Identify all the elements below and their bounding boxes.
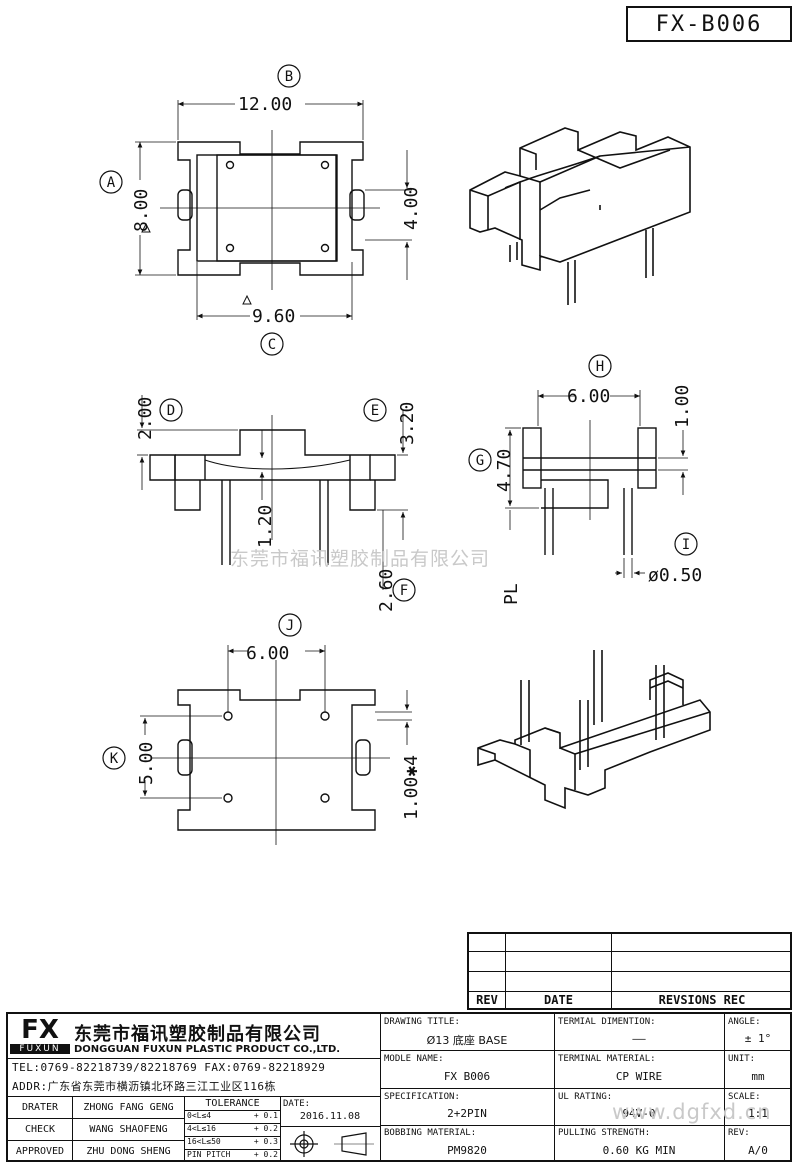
name-drater: ZHONG FANG GENG [83,1102,174,1113]
balloon-i: I [682,537,690,553]
iso-view-top [469,127,691,305]
dim-f: 2.60 [376,569,397,612]
dim-c: 9.60 [252,306,295,327]
terminal-material-label: TERMINAL MATERIAL: [558,1054,656,1064]
dim-pl: PL [501,583,522,605]
rev-header: REV [476,993,498,1007]
tol-value-2: + 0.2 [253,1124,278,1133]
dim-e: 3.20 [397,402,418,445]
revisions-header: REVSIONS REC [658,993,746,1007]
company-name-cn: 东莞市福讯塑胶制品有限公司 [74,1024,321,1045]
drawing-title-label: DRAWING TITLE: [384,1017,460,1027]
balloon-g: G [476,453,484,469]
dim-h: 6.00 [567,386,610,407]
dim-pin-pitch: 1.00✱4 [401,755,422,820]
model-name-value: FX B006 [443,1070,491,1083]
balloon-h: H [596,359,604,375]
dim-a: 8.00 [131,189,152,232]
tol-value-4: + 0.2 [253,1150,278,1159]
role-check: CHECK [24,1124,56,1135]
scale-label: SCALE: [728,1092,761,1102]
ul-rating-label: UL RATING: [558,1092,613,1102]
tol-range-3: 16<L≤50 [187,1137,221,1146]
balloon-b: B [285,69,293,85]
angle-label: ANGLE: [728,1017,761,1027]
dim-g: 4.70 [494,449,515,492]
projection-symbol [290,1131,374,1157]
unit-value: mm [751,1070,765,1083]
terminal-dimention-value: —— [632,1032,646,1045]
balloon-j: J [286,618,294,634]
revision-table: REV DATE REVSIONS REC [467,932,792,1010]
tol-value-3: + 0.3 [253,1137,278,1146]
unit-label: UNIT: [728,1054,756,1064]
date-label: DATE: [283,1099,311,1109]
tol-range-2: 4<L≤16 [187,1124,216,1133]
bobbing-material-value: PM9820 [447,1144,487,1157]
balloon-e: E [371,403,379,419]
balloon-f: F [400,583,408,599]
bobbing-material-label: BOBBING MATERIAL: [384,1128,477,1138]
role-approved: APPROVED [15,1146,65,1157]
iso-view-bottom [477,650,711,810]
date-header: DATE [544,993,573,1007]
name-approved: ZHU DONG SHENG [86,1146,171,1157]
terminal-material-value: CP WIRE [615,1070,663,1083]
angle-value: ± 1° [744,1032,772,1045]
pulling-strength-label: PULLING STRENGTH: [558,1128,651,1138]
role-drater: DRATER [21,1102,59,1113]
dim-d: 2.00 [135,397,156,440]
balloon-d: D [167,403,175,419]
logo-text: FX [21,1015,59,1045]
dim-k: 5.00 [136,742,157,785]
specification-label: SPECIFICATION: [384,1092,460,1102]
company-logo: FX FUXUN [10,1016,70,1056]
balloon-c: C [268,337,276,353]
title-block: FX FUXUN 东莞市福讯塑胶制品有限公司 DONGGUAN FUXUN PL… [6,1012,792,1162]
part-number: FX-B006 [626,6,792,42]
name-check: WANG SHAOFENG [89,1124,168,1135]
drawing-views: 12.00 8.00 4.00 9.60 2.00 3.20 1.20 2.60… [99,64,711,845]
logo-sub: FUXUN [10,1044,70,1054]
terminal-dimention-label: TERMIAL DIMENTION: [558,1017,656,1027]
top-view [135,100,412,320]
watermark-url: www.dgfxd.cn [612,1100,772,1124]
watermark-company: 东莞市福讯塑胶制品有限公司 [230,548,491,570]
dim-j: 6.00 [246,643,289,664]
bottom-view [140,645,412,845]
dim-4-00: 4.00 [401,187,422,230]
dim-1-20: 1.20 [255,505,276,548]
company-name-en: DONGGUAN FUXUN PLASTIC PRODUCT CO.,LTD. [74,1044,341,1055]
drawing-title-value: Ø13 底座 BASE [426,1034,508,1047]
date-value: 2016.11.08 [299,1111,361,1122]
tolerance-title: TOLERANCE [205,1098,260,1109]
rev-label: REV: [728,1128,750,1138]
company-tel: TEL:0769-82218739/82218769 FAX:0769-8221… [12,1061,326,1074]
dim-i: ø0.50 [648,565,702,586]
rev-value: A/0 [748,1144,768,1157]
pulling-strength-value: 0.60 KG MIN [602,1144,676,1157]
tol-value-1: + 0.1 [253,1111,278,1120]
side-view [505,390,688,578]
front-view [137,395,408,590]
company-addr: ADDR:广东省东莞市横沥镇北环路三江工业区116栋 [12,1080,276,1093]
balloon-a: A [107,175,116,191]
tol-range-1: 0<L≤4 [187,1111,212,1120]
dim-1-00: 1.00 [672,385,693,428]
specification-value: 2+2PIN [447,1107,487,1120]
balloon-k: K [110,751,119,767]
tol-range-4: PIN PITCH [187,1150,231,1159]
dim-b: 12.00 [238,94,292,115]
ul-rating-value: 94V-0 [622,1107,656,1120]
scale-value: 1:1 [748,1107,768,1120]
model-name-label: MODLE NAME: [384,1054,444,1064]
